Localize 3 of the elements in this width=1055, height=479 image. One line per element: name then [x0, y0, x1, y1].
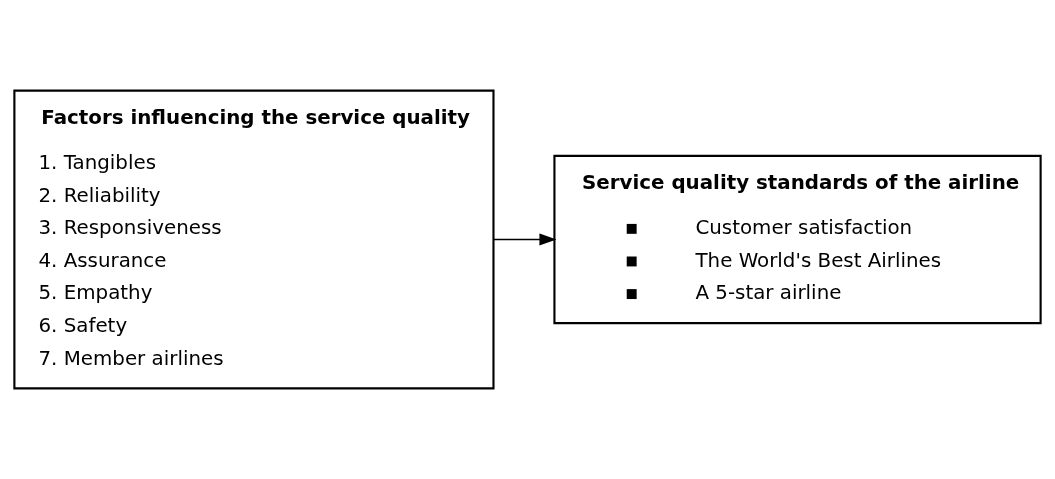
node-box: Factors influencing the service quality 1. Tangibles 2. Reliability 3. Responsiveness 4. Assurance 5. Empathy 6. Safety 7. Member airlines: [13, 89, 495, 390]
arrow: [493, 233, 557, 246]
node-box: Service quality standards of the airline Customer satisfaction The World's Best Airlines A 5-star airline: [553, 154, 1042, 325]
